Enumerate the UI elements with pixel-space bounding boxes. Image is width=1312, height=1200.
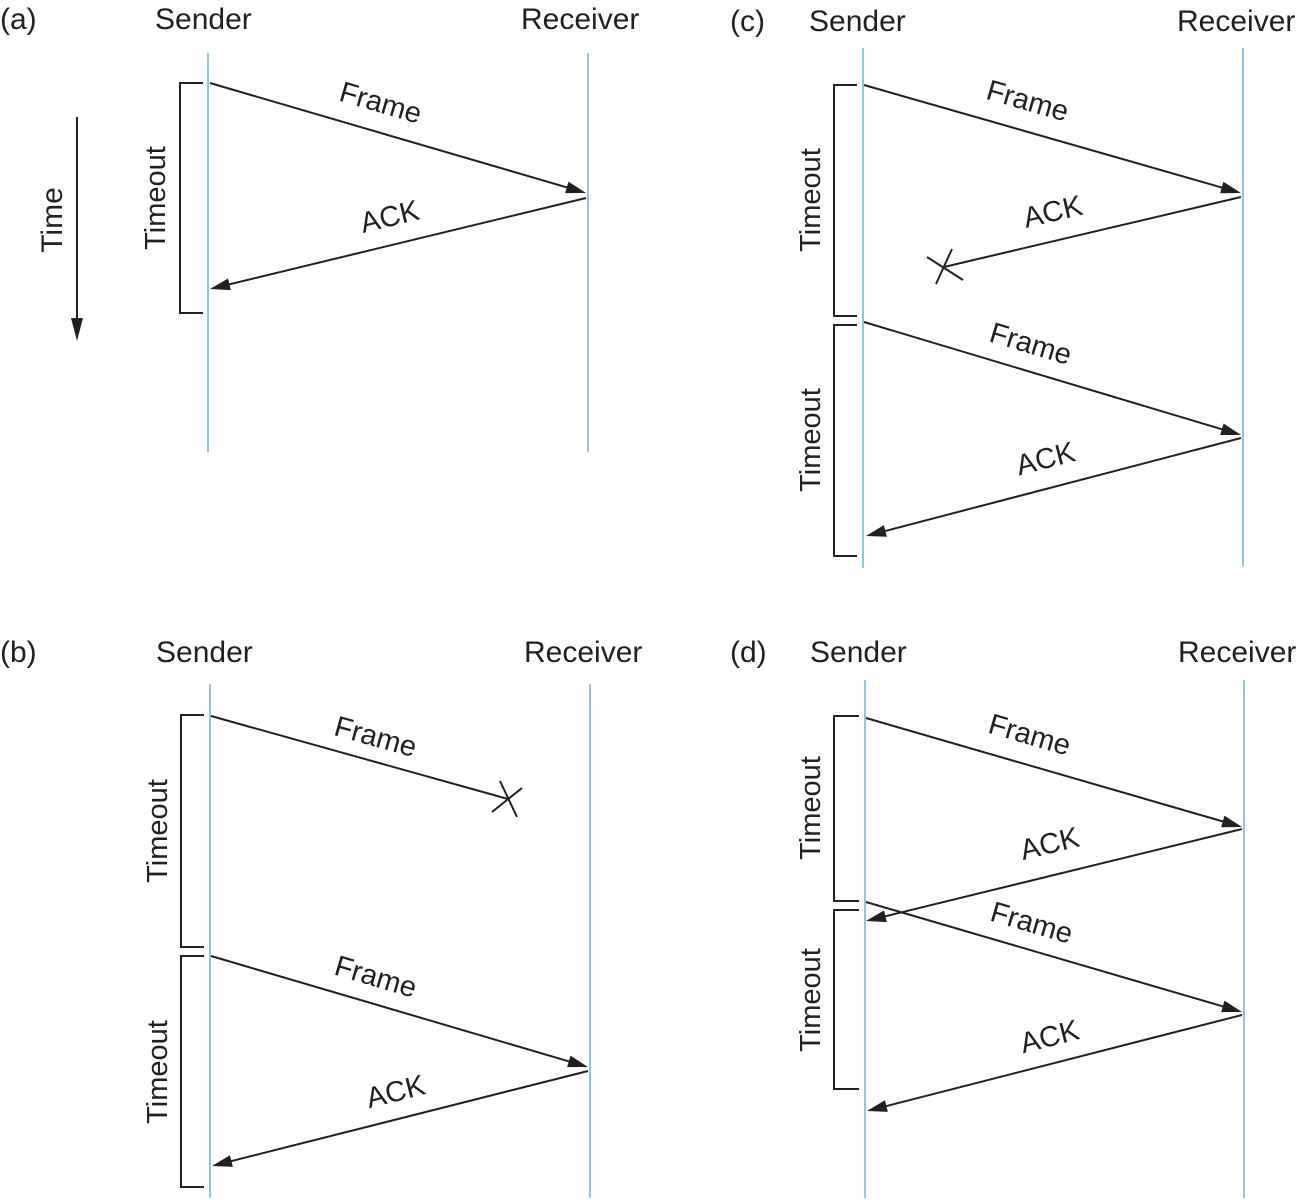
lost-message-x-icon [491,780,523,818]
ack-message-label: ACK [1017,821,1083,866]
frame-message-line [863,84,1224,190]
timeout-bracket [180,955,204,1188]
frame-message-label: Frame [331,711,420,764]
ack-message-line [884,1014,1243,1108]
receiver-label: Receiver [521,3,639,36]
frame-message-label: Frame [336,76,425,130]
lost-message-x-icon [926,248,964,285]
arrowhead-icon [1221,1000,1242,1013]
ack-message-label: ACK [1013,436,1079,482]
timeout-label: Timeout [140,146,172,250]
panel-label: (a) [0,3,37,36]
frame-message-label: Frame [987,896,1076,950]
ack-message-line [883,828,1243,918]
arrowhead-icon [212,1155,233,1167]
timeout-label: Timeout [795,948,827,1052]
ack-message-line [227,197,587,286]
ack-message-label: ACK [1020,190,1086,235]
timeout-bracket [180,714,204,948]
time-axis-arrowhead-icon [71,318,83,341]
panel-b: (b) Sender Receiver Timeout Timeout Fram… [0,636,642,1198]
timeout-bracket [833,909,859,1090]
ack-message-line [943,196,1242,268]
panel-d: (d) Sender Receiver Timeout Timeout Fram… [730,636,1296,1198]
panel-label: (b) [0,636,37,669]
arrowhead-icon [565,181,586,194]
frame-message-label: Frame [983,74,1072,128]
receiver-label: Receiver [524,636,642,669]
frame-message-line [209,82,570,189]
ack-message-line [229,1070,589,1163]
ack-message-label: ACK [1017,1014,1083,1060]
arrowhead-icon [866,910,887,923]
sender-label: Sender [810,636,907,669]
arrowhead-icon [1220,423,1241,436]
timeout-label: Timeout [795,756,827,860]
timeout-label: Timeout [795,148,827,252]
timeout-label: Timeout [142,1020,174,1124]
ack-message-line [883,437,1242,533]
frame-message-line [865,901,1226,1008]
timeout-bracket [833,324,857,557]
frame-message-line [863,321,1225,431]
arrowhead-icon [567,1055,588,1068]
ack-message-label: ACK [357,195,423,240]
panel-label: (c) [730,5,765,38]
ack-message-label: ACK [363,1069,429,1115]
arrowhead-icon [1220,181,1241,194]
time-axis: Time [36,117,83,341]
frame-message-line [210,955,572,1063]
sender-label: Sender [155,3,252,36]
sender-label: Sender [156,636,253,669]
frame-message-label: Frame [985,708,1074,762]
receiver-label: Receiver [1178,636,1296,669]
frame-message-line [210,715,509,800]
arrowhead-icon [867,1100,888,1112]
arrowhead-icon [866,525,887,537]
timeout-bracket [833,715,859,902]
receiver-label: Receiver [1177,5,1295,38]
arrowhead-icon [1221,815,1242,828]
sender-label: Sender [809,5,906,38]
timeout-label: Timeout [142,779,174,883]
panel-c: (c) Sender Receiver Timeout Timeout Fram… [730,5,1295,568]
panel-label: (d) [730,636,767,669]
arrowhead-icon [210,278,231,291]
frame-message-line [865,717,1225,823]
timeout-bracket [179,82,203,314]
timeout-bracket [833,84,857,317]
frame-message-label: Frame [331,950,420,1004]
time-axis-label: Time [36,187,69,253]
timeout-label: Timeout [795,388,827,492]
